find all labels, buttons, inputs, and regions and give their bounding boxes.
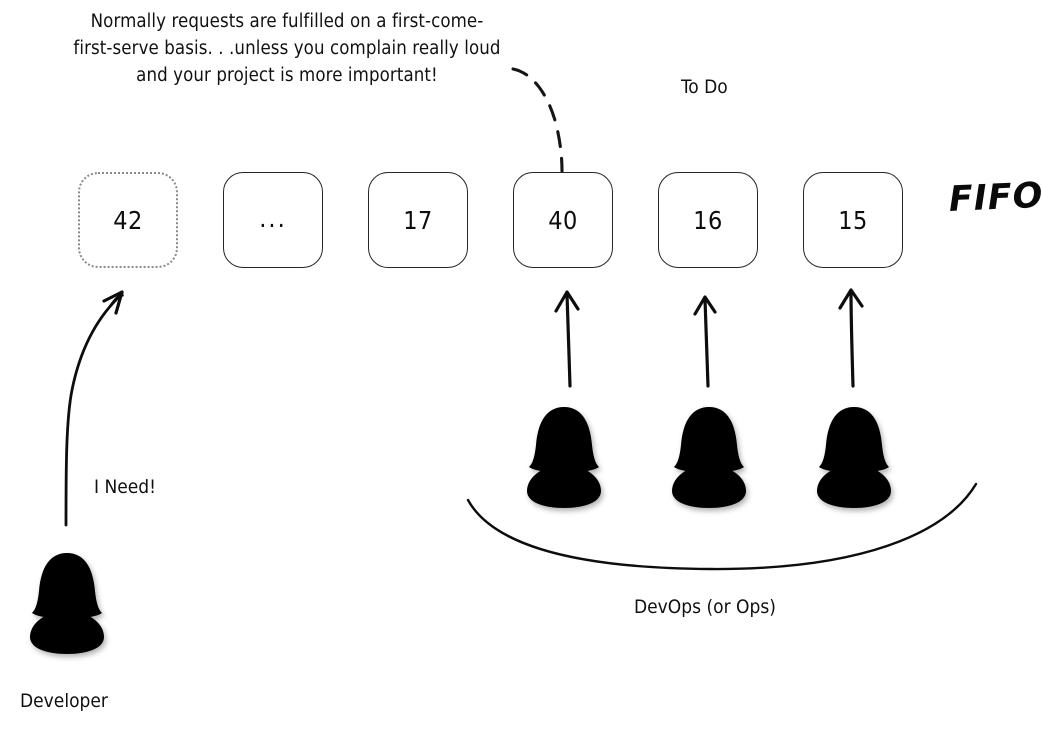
ops-arrow-1 xyxy=(554,290,580,388)
queue-item-value: 15 xyxy=(838,205,868,235)
queue-item-value: 42 xyxy=(113,205,143,235)
queue-item[interactable]: 15 xyxy=(803,172,903,268)
queue-item[interactable]: 40 xyxy=(513,172,613,268)
ops-arrow-3 xyxy=(838,288,864,388)
request-label: I Need! xyxy=(94,476,156,498)
queue-item-value: 16 xyxy=(693,205,723,235)
developer-person-icon xyxy=(24,551,110,657)
queue-item[interactable]: 17 xyxy=(368,172,468,268)
todo-queue-label: To Do xyxy=(681,76,728,98)
queue-item-pending[interactable]: 42 xyxy=(78,172,178,268)
developer-label: Developer xyxy=(20,690,108,712)
queue-item[interactable]: ... xyxy=(223,172,323,268)
queue-item-value: ... xyxy=(259,203,287,233)
devops-person-icon xyxy=(811,405,897,511)
queue-item[interactable]: 16 xyxy=(658,172,758,268)
queue-item-value: 40 xyxy=(548,205,578,235)
devops-person-icon xyxy=(521,405,607,511)
fifo-policy-label: FIFO xyxy=(948,175,1042,220)
queue-item-value: 17 xyxy=(403,205,433,235)
devops-person-icon xyxy=(666,405,752,511)
annotation-text: Normally requests are fulfilled on a fir… xyxy=(73,11,501,86)
ops-arrow-2 xyxy=(693,295,717,388)
devops-group-label: DevOps (or Ops) xyxy=(634,596,776,618)
